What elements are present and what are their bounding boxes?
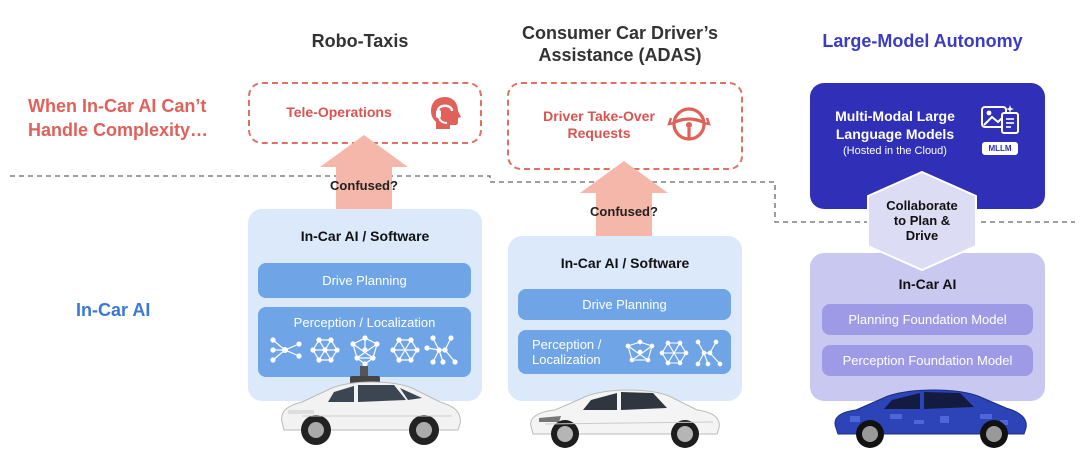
adas-perception-bar: Perception / Localization — [518, 330, 731, 374]
adas-perception-line1: Perception / — [532, 337, 602, 352]
network-icon-4 — [389, 337, 420, 363]
bottom-row-label: In-Car AI — [76, 300, 151, 320]
adas-drive-planning-label: Drive Planning — [582, 297, 667, 312]
perception-foundation-bar: Perception Foundation Model — [822, 345, 1033, 376]
driver-takeover-box: Driver Take-Over Requests — [507, 82, 743, 170]
robotaxi-title: Robo-Taxis — [311, 31, 409, 51]
robotaxi-drive-planning-label: Drive Planning — [322, 273, 407, 288]
adas-car-image — [530, 389, 720, 448]
driver-takeover-label: Driver Take-Over Requests — [529, 108, 669, 142]
driver-takeover-line1: Driver Take-Over — [543, 108, 655, 124]
top-row-label-line1: When In-Car AI Can’t — [28, 96, 207, 116]
mllm-line2: Language Models — [835, 126, 955, 142]
adas-network-icon-2 — [659, 340, 689, 366]
network-icon-3 — [349, 335, 380, 367]
mllm-line1: Multi-Modal Large — [835, 108, 955, 124]
confused-arrow-1 — [320, 135, 408, 210]
mllm-badge: MLLM — [982, 142, 1018, 155]
adas-perception-label: Perception / Localization — [532, 337, 601, 367]
collaborate-line3: Drive — [905, 228, 939, 243]
collaborate-line1: Collaborate — [886, 198, 958, 213]
top-row-label: When In-Car AI Can’t Handle Complexity… — [28, 94, 208, 142]
large-model-title: Large-Model Autonomy — [822, 31, 1023, 51]
teleoperations-label: Tele-Operations — [286, 104, 392, 120]
planning-foundation-bar: Planning Foundation Model — [822, 304, 1033, 335]
confused-arrow-2 — [580, 161, 668, 236]
mllm-cloud-text: Multi-Modal Large Language Models (Hoste… — [820, 107, 970, 159]
adas-perception-line2: Localization — [532, 352, 601, 367]
planning-foundation-label: Planning Foundation Model — [848, 312, 1007, 327]
multimodal-image-icon — [981, 105, 1019, 134]
confused-label-2: Confused? — [590, 204, 658, 219]
confused-label-1: Confused? — [330, 178, 398, 193]
robotaxi-perception-label: Perception / Localization — [293, 315, 436, 330]
neural-network-icons — [269, 335, 458, 367]
network-icon-1 — [269, 337, 302, 363]
mllm-line3: (Hosted in the Cloud) — [843, 145, 947, 157]
adas-title-line2: Assistance (ADAS) — [538, 45, 702, 65]
adas-network-icon-3 — [695, 339, 723, 367]
robotaxi-perception-bar: Perception / Localization — [258, 307, 471, 377]
robotaxi-panel-title: In-Car AI / Software — [300, 228, 430, 244]
collaborate-line2: to Plan & — [893, 213, 951, 228]
collaborate-label: Collaborate to Plan & Drive — [868, 198, 976, 243]
adas-network-icon-1 — [625, 339, 655, 363]
blue-camo-car-image — [834, 389, 1027, 448]
collaborate-hexagon — [867, 170, 977, 272]
network-icon-2 — [309, 337, 340, 363]
perception-foundation-label: Perception Foundation Model — [842, 353, 1013, 368]
large-model-panel-title: In-Car AI — [898, 276, 957, 292]
robotaxi-car-image — [281, 366, 461, 445]
adas-neural-network-icons — [625, 339, 723, 367]
robotaxi-drive-planning-bar: Drive Planning — [258, 263, 471, 298]
adas-title-line1: Consumer Car Driver’s — [521, 23, 719, 43]
network-icon-5 — [423, 335, 458, 365]
top-row-label-line2: Handle Complexity… — [28, 120, 209, 140]
adas-drive-planning-bar: Drive Planning — [518, 289, 731, 320]
adas-panel-title: In-Car AI / Software — [560, 255, 690, 271]
adas-title: Consumer Car Driver’s Assistance (ADAS) — [490, 22, 750, 66]
headset-person-icon — [431, 97, 461, 129]
steering-wheel-icon — [667, 107, 711, 141]
driver-takeover-line2: Requests — [567, 125, 631, 141]
